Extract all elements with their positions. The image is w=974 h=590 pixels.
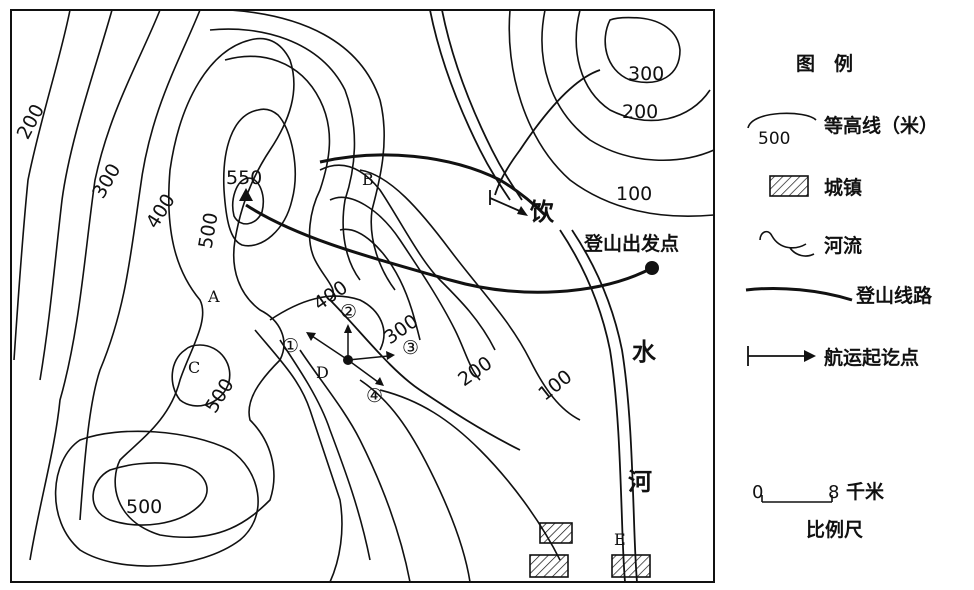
legend-contour-symbol: [747, 112, 817, 129]
map-frame: [10, 9, 715, 583]
rivers: [329, 9, 638, 583]
town-symbol: [539, 522, 573, 544]
contour-label: 500: [126, 496, 162, 518]
legend-title: 图 例: [796, 52, 853, 75]
place-letters: A B C D E: [188, 170, 626, 549]
scale-max: 8: [828, 482, 839, 503]
legend-river-label: 河流: [824, 234, 862, 257]
river-char-shui: 水: [632, 338, 657, 366]
shipping-marker: [489, 190, 528, 216]
legend-town-label: 城镇: [824, 176, 862, 199]
hiking-routes: [245, 153, 653, 294]
marker-2: ②: [340, 301, 357, 323]
legend-shipping-label: 航运起讫点: [824, 346, 919, 369]
contour-label: 100: [616, 183, 652, 205]
route-markers: ① ② ③ ④: [282, 301, 419, 407]
contour-lines: [13, 9, 715, 583]
river-char-he: 河: [628, 468, 652, 496]
towns: [529, 522, 651, 578]
legend-route-label: 登山线路: [855, 284, 933, 307]
scale-caption: 比例尺: [806, 518, 863, 541]
legend-river-symbol: [759, 230, 815, 257]
letter-A: A: [207, 287, 220, 306]
town-symbol: [611, 554, 651, 578]
letter-C: C: [188, 358, 200, 377]
contour-label: 200: [622, 101, 658, 123]
peak-elevation: 550: [226, 167, 262, 189]
marker-1: ①: [282, 335, 299, 357]
contour-label: 300: [628, 63, 664, 85]
legend-shipping-arrow-icon: [804, 350, 816, 362]
marker-3: ③: [402, 337, 419, 359]
junction-arrows: [306, 324, 395, 386]
marker-4: ④: [366, 385, 383, 407]
scale-unit: 千米: [846, 480, 885, 503]
summit-icon: [239, 188, 253, 201]
start-point-label: 登山出发点: [583, 232, 679, 255]
letter-B: B: [362, 170, 374, 189]
legend-route-symbol: [745, 286, 853, 302]
legend-town-symbol: [769, 175, 809, 197]
legend-contour-sample: 500: [758, 129, 790, 149]
river-char-yin: 饮: [529, 198, 555, 226]
start-point-icon: [645, 261, 659, 275]
legend-contour-label: 等高线（米）: [823, 114, 938, 137]
letter-D: D: [316, 363, 329, 382]
town-symbol: [529, 554, 569, 578]
legend: 图 例 500 等高线（米） 城镇 河流 登山线路 航运起讫点 0 8 千米 比…: [745, 52, 938, 541]
letter-E: E: [614, 530, 626, 549]
river-name: 饮 水 河: [529, 198, 657, 496]
scale-zero: 0: [752, 482, 763, 503]
